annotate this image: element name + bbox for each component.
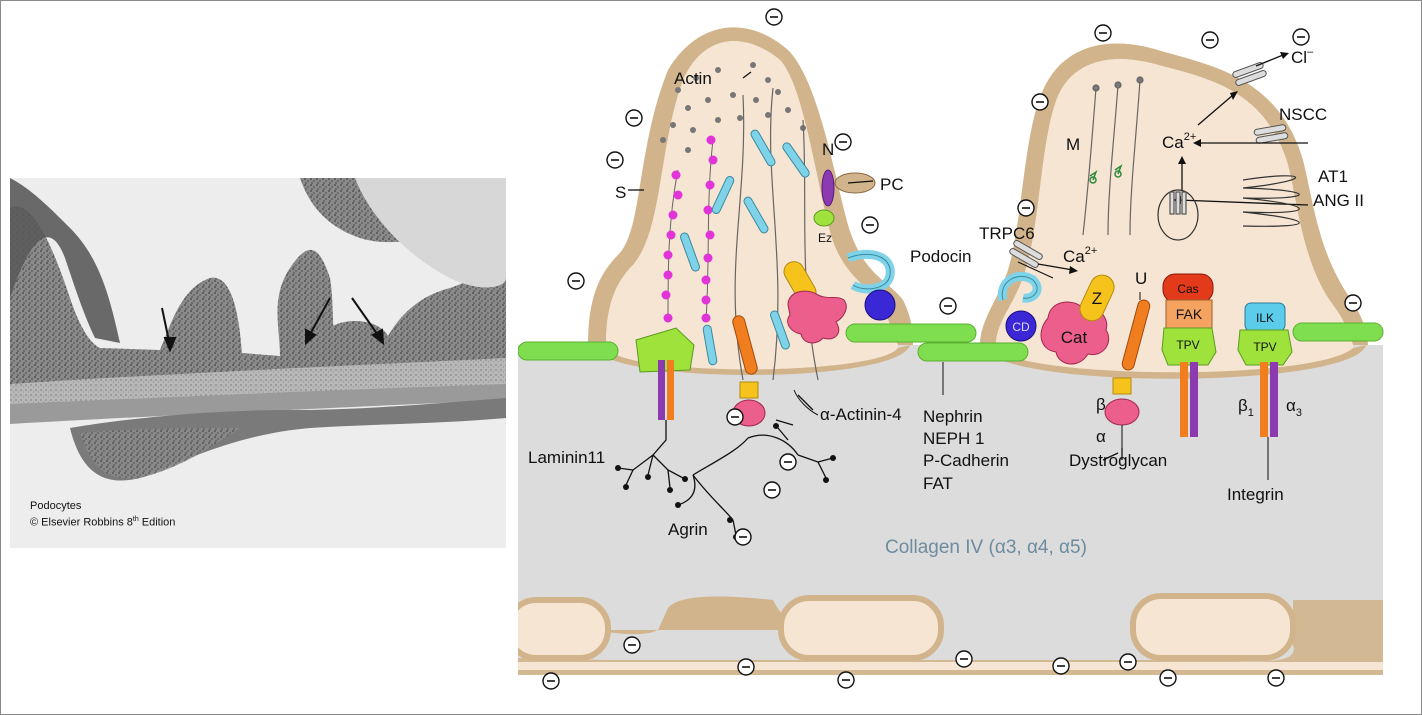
at1-label: AT1 xyxy=(1318,167,1348,186)
u-label: U xyxy=(1135,269,1147,288)
dystroglycan-label: Dystroglycan xyxy=(1069,451,1167,470)
nephrin-label: Nephrin xyxy=(923,407,983,426)
endothelium xyxy=(518,593,1383,675)
utrophin-rod-left xyxy=(732,315,758,375)
ang2-label: ANG II xyxy=(1313,191,1364,210)
cd-label: CD xyxy=(1012,320,1030,334)
actin-dots xyxy=(660,62,806,153)
actin-label: Actin xyxy=(674,69,712,88)
micrograph-image xyxy=(10,178,506,548)
myosin xyxy=(1089,164,1123,184)
trpc6-label: TRPC6 xyxy=(979,224,1035,243)
nscc-channel xyxy=(1253,124,1289,144)
cat-label: Cat xyxy=(1061,328,1088,347)
cl-label: Cl– xyxy=(1291,46,1314,67)
z-label: Z xyxy=(1092,289,1102,308)
left-foot-process-membrane xyxy=(588,27,913,346)
alpha-actinin-4-label: α-Actinin-4 xyxy=(820,405,902,424)
n-label: N xyxy=(822,140,834,159)
fat-label: FAT xyxy=(923,474,953,493)
trpc6-channel xyxy=(1009,240,1043,268)
alpha3-label: α3 xyxy=(1286,396,1302,419)
cas-label: Cas xyxy=(1177,282,1198,296)
ca-cell-label: Ca2+ xyxy=(1162,131,1196,152)
beta-label: β xyxy=(1096,395,1106,414)
micrograph-caption: Podocytes © Elsevier Robbins 8th Edition xyxy=(30,500,175,530)
fak-label: FAK xyxy=(1176,306,1203,322)
tpv-left xyxy=(635,327,695,373)
slit-diaphragm-diagram: CD Cat Z Cas FAK TPV ILK TPV xyxy=(518,0,1422,715)
nephrin-n-shape xyxy=(821,169,835,207)
spectrin-chains xyxy=(661,135,718,323)
slit-diaphragm xyxy=(518,322,1384,362)
cl-channel xyxy=(1232,62,1267,86)
negative-charges xyxy=(542,8,1362,690)
tpv-label-1: TPV xyxy=(1176,338,1199,352)
agrin-label: Agrin xyxy=(668,520,708,539)
tpv-label-2: TPV xyxy=(1253,340,1276,354)
ca-channel-label: Ca2+ xyxy=(1063,245,1097,266)
utrophin-rod-right xyxy=(1121,299,1151,371)
cd-circle xyxy=(1005,310,1037,342)
caption-title: Podocytes xyxy=(30,500,82,512)
nscc-label: NSCC xyxy=(1279,105,1327,124)
ezrin-shape xyxy=(813,209,835,227)
p-cadherin-label: P-Cadherin xyxy=(923,451,1009,470)
podocyte-micrograph xyxy=(10,178,506,548)
right-actin-filaments xyxy=(1082,76,1144,236)
alpha-label: α xyxy=(1096,427,1106,446)
caption-credit: © Elsevier Robbins 8th Edition xyxy=(30,516,176,529)
agrin-branches xyxy=(677,419,834,536)
collagen-iv-label: Collagen IV (α3, α4, α5) xyxy=(885,537,1087,558)
at1-receptor xyxy=(1157,175,1300,241)
podocin-label: Podocin xyxy=(910,247,971,266)
beta1-label: β1 xyxy=(1238,396,1254,419)
ez-label: Ez xyxy=(818,231,832,245)
ilk-label: ILK xyxy=(1256,311,1274,325)
laminin-branches xyxy=(617,420,684,489)
right-foot-process-membrane xyxy=(980,43,1368,346)
integrin-label: Integrin xyxy=(1227,485,1284,504)
s-label: S xyxy=(615,183,626,202)
zo1-shape xyxy=(1079,274,1115,322)
diagram-svg: CD Cat Z Cas FAK TPV ILK TPV xyxy=(518,8,1384,690)
actinin-bundles xyxy=(680,129,810,366)
laminin11-label: Laminin11 xyxy=(528,448,605,467)
m-label: M xyxy=(1066,135,1080,154)
pc-label: PC xyxy=(880,175,904,194)
neph1-label: NEPH 1 xyxy=(923,429,984,448)
